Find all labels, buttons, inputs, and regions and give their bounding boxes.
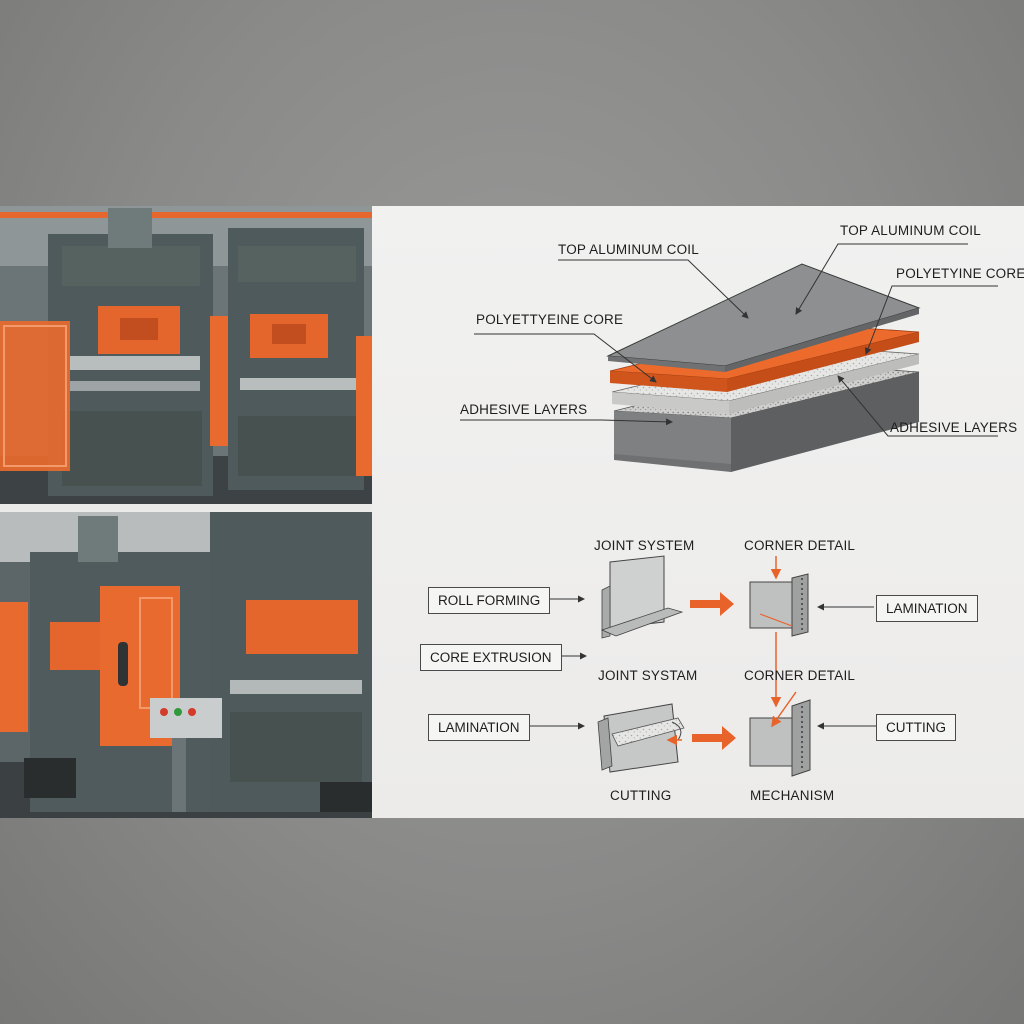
- corner-detail-bottom-icon: [749, 691, 811, 777]
- press-machine-front-left: [0, 516, 210, 812]
- joint-system-bottom-icon: [597, 703, 685, 773]
- box-cutting-right: CUTTING: [876, 714, 956, 741]
- label-adhesive-layers-right: ADHESIVE LAYERS: [890, 420, 1018, 435]
- press-machine-front-right: [210, 512, 372, 812]
- caption-joint-system-top: JOINT SYSTEM: [594, 538, 695, 553]
- composite-panel-diagram: TOP ALUMINUM COIL TOP ALUMINUM COIL POLY…: [372, 206, 1024, 818]
- press-machine-left: [0, 208, 213, 496]
- press-photo-bottom: [0, 512, 372, 818]
- caption-cutting: CUTTING: [610, 788, 672, 803]
- joint-system-top-icon: [600, 555, 684, 639]
- corner-detail-top-icon: [749, 556, 809, 708]
- box-roll-forming: ROLL FORMING: [428, 587, 551, 614]
- label-polyethylene-core-left: POLYETTYEINE CORE: [476, 312, 624, 327]
- caption-joint-system-bottom: JOINT SYSTAM: [598, 668, 698, 683]
- press-machine-right: [228, 228, 372, 490]
- label-top-aluminum-coil-right: TOP ALUMINUM COIL: [840, 223, 981, 238]
- process-leaders-right: [817, 603, 878, 730]
- caption-mechanism: MECHANISM: [750, 788, 835, 803]
- label-adhesive-layers-left: ADHESIVE LAYERS: [460, 402, 588, 417]
- caption-corner-detail-top: CORNER DETAIL: [744, 538, 856, 553]
- layer-top-aluminum: [606, 263, 921, 372]
- control-panel: [150, 698, 222, 812]
- box-core-extrusion: CORE EXTRUSION: [420, 644, 562, 671]
- label-polyethylene-core-right: POLYETYINE CORE: [896, 266, 1024, 281]
- press-photo-top: [0, 206, 372, 504]
- caption-corner-detail-bottom: CORNER DETAIL: [744, 668, 856, 683]
- layer-leaders: [460, 243, 998, 437]
- box-lamination-left: LAMINATION: [428, 714, 530, 741]
- box-lamination-right: LAMINATION: [876, 595, 978, 622]
- flow-arrows-orange: [666, 592, 736, 750]
- label-top-aluminum-coil-left: TOP ALUMINUM COIL: [558, 242, 699, 257]
